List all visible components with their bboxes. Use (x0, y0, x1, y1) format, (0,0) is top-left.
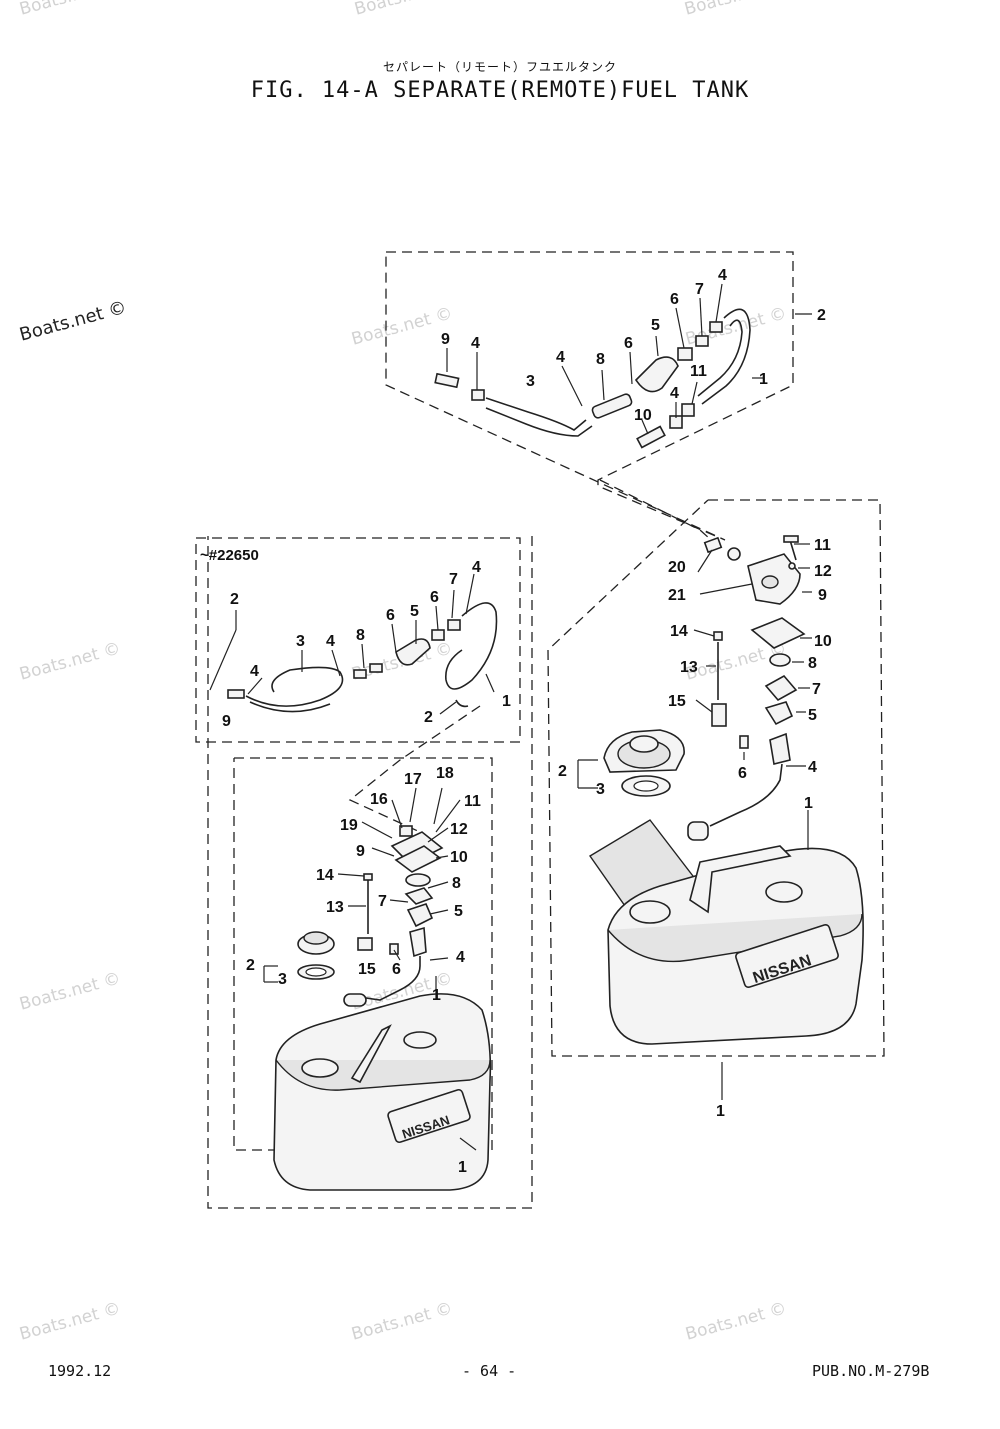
callout-14: 14 (670, 623, 688, 640)
figure-title: FIG. 14-A SEPARATE(REMOTE)FUEL TANK (250, 78, 750, 103)
callout-7: 7 (695, 281, 704, 298)
callout-3: 3 (526, 373, 535, 390)
callout-11: 11 (690, 363, 707, 380)
callout-3: 3 (296, 633, 305, 650)
callout-6: 6 (430, 589, 439, 606)
callout-2: 2 (230, 591, 239, 608)
left-hose-assembly (227, 602, 498, 713)
callout-1: 1 (432, 987, 441, 1004)
callout-11: 11 (464, 793, 481, 810)
top-callouts: 9 4 3 4 8 6 5 6 7 4 2 1 11 4 10 (441, 267, 826, 424)
callout-18: 18 (436, 765, 454, 782)
callout-13: 13 (326, 899, 344, 916)
japanese-title: セパレート（リモート）フユエルタンク (382, 60, 617, 74)
callout-10: 10 (814, 633, 832, 650)
callout-12: 12 (814, 563, 832, 580)
callout-17: 17 (404, 771, 422, 788)
left-fuel-tank: NISSAN (273, 993, 492, 1191)
callout-11: 11 (814, 537, 831, 554)
callout-6: 6 (386, 607, 395, 624)
callout-3: 3 (278, 971, 287, 988)
right-tank-leaders (577, 543, 812, 1100)
callout-1: 1 (759, 371, 768, 388)
callout-4: 4 (556, 349, 565, 366)
callout-2: 2 (424, 709, 433, 726)
callout-4: 4 (670, 385, 679, 402)
callout-12: 12 (450, 821, 468, 838)
callout-1: 1 (716, 1103, 725, 1120)
top-group-outline (385, 251, 794, 541)
callout-2: 2 (817, 307, 826, 324)
right-fuel-tank: NISSAN (607, 845, 864, 1045)
callout-7: 7 (449, 571, 458, 588)
left-hose-outline (195, 537, 521, 743)
callout-9: 9 (222, 713, 231, 730)
callout-16: 16 (370, 791, 388, 808)
left-hose-callouts: 2 3 4 8 6 5 6 7 4 4 9 2 1 (222, 559, 511, 730)
callout-1: 1 (804, 795, 813, 812)
callout-4: 4 (808, 759, 817, 776)
top-hose-assembly (434, 308, 751, 449)
callout-20: 20 (668, 559, 686, 576)
callout-21: 21 (668, 587, 686, 604)
footer-page-number: - 64 - (462, 1362, 517, 1380)
callout-4: 4 (326, 633, 335, 650)
right-tank-callouts: 11 20 12 21 9 14 10 13 8 15 7 5 2 3 6 4 … (558, 537, 832, 1120)
callout-5: 5 (651, 317, 660, 334)
callout-5: 5 (410, 603, 419, 620)
left-tank-outline (233, 757, 493, 1151)
callout-15: 15 (358, 961, 376, 978)
callout-9: 9 (356, 843, 365, 860)
callout-4: 4 (471, 335, 480, 352)
callout-2: 2 (246, 957, 255, 974)
callout-3: 3 (596, 781, 605, 798)
callout-5: 5 (454, 903, 463, 920)
callout-19: 19 (340, 817, 358, 834)
left-outer-outline (207, 536, 533, 1209)
footer-publication-number: PUB.NO.M-279B (812, 1362, 930, 1380)
footer-date: 1992.12 (48, 1362, 112, 1380)
callout-14: 14 (316, 867, 334, 884)
left-tank-callouts: 17 18 16 11 19 12 9 10 14 8 13 7 5 2 3 1… (246, 765, 481, 1176)
callout-4: 4 (456, 949, 465, 966)
callout-4: 4 (250, 663, 259, 680)
callout-5: 5 (808, 707, 817, 724)
callout-6: 6 (624, 335, 633, 352)
callout-6: 6 (392, 961, 401, 978)
right-link-line (599, 479, 721, 549)
callout-15: 15 (668, 693, 686, 710)
left-tank-fittings (297, 825, 444, 1007)
callout-9: 9 (818, 587, 827, 604)
callout-1: 1 (458, 1159, 467, 1176)
callout-8: 8 (596, 351, 605, 368)
callout-10: 10 (450, 849, 468, 866)
callout-13: 13 (680, 659, 698, 676)
callout-7: 7 (378, 893, 387, 910)
callout-6: 6 (670, 291, 679, 308)
callout-1: 1 (502, 693, 511, 710)
callout-4: 4 (718, 267, 727, 284)
left-tank-leaders (263, 787, 477, 1151)
left-hose-leaders (209, 573, 495, 715)
callout-8: 8 (808, 655, 817, 672)
serial-note: ~#22650 (200, 547, 259, 564)
left-link-line (348, 705, 481, 833)
callout-10: 10 (634, 407, 652, 424)
top-leader-lines (446, 283, 812, 435)
callout-6: 6 (738, 765, 747, 782)
callout-9: 9 (441, 331, 450, 348)
callout-2: 2 (558, 763, 567, 780)
callout-7: 7 (812, 681, 821, 698)
callout-8: 8 (356, 627, 365, 644)
callout-8: 8 (452, 875, 461, 892)
callout-4: 4 (472, 559, 481, 576)
